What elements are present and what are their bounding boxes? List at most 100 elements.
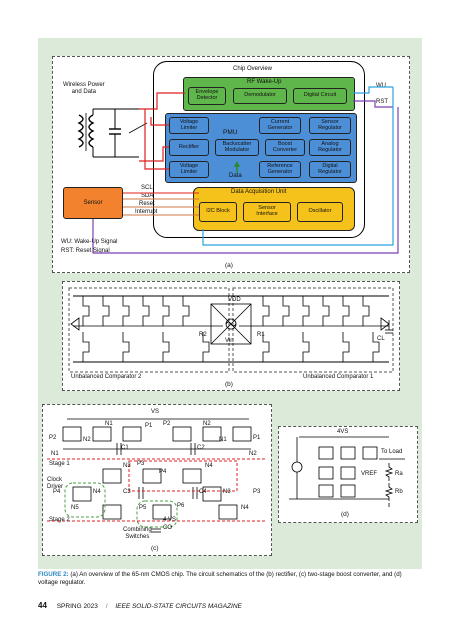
ra-label: Ra xyxy=(395,471,403,477)
p4-left-label: P4 xyxy=(53,489,61,495)
figure-panel: Wireless Power and Data Chip Overview RF… xyxy=(38,38,422,569)
chip-overview-title: Chip Overview xyxy=(233,66,273,72)
cl-label: CL xyxy=(377,336,385,342)
p4-mid-label: P4 xyxy=(159,469,167,475)
backscatter-modulator: Backscatter Modulator xyxy=(215,139,259,156)
caption-text: (a) An overview of the 65-nm CMOS chip. … xyxy=(38,571,402,587)
rf-wakeup-title: RF Wake-Up xyxy=(247,79,282,85)
four-vs-d-label: 4VS xyxy=(337,429,349,435)
legend-rst: RST: Reset Signal xyxy=(61,248,110,254)
comp2-label: Unbalanced Comparator 2 xyxy=(71,374,142,380)
stage2-label: Stage 2 xyxy=(49,517,70,523)
demodulator: Demodulator xyxy=(233,88,287,104)
p1-right-label: P1 xyxy=(253,435,261,441)
sensor-block: Sensor xyxy=(63,187,123,219)
n5-label: N5 xyxy=(71,505,79,511)
envelope-detector: Envelope Detector xyxy=(188,87,226,105)
p6-label: P6 xyxy=(177,503,185,509)
voltage-limiter-top: Voltage Limiter xyxy=(169,117,209,134)
n4-left-label: N4 xyxy=(93,489,101,495)
four-vs-c-label: 4 VS xyxy=(163,517,177,523)
vs-label: VS xyxy=(151,409,160,415)
chip-overview-box xyxy=(153,61,365,238)
vref-label: VREF xyxy=(361,471,378,477)
page-top-margin xyxy=(0,0,460,38)
footer-divider: / xyxy=(105,603,108,610)
digital-regulator: Digital Regulator xyxy=(309,161,351,178)
pmu-title: PMU xyxy=(223,129,238,136)
stage1-label: Stage 1 xyxy=(49,461,70,467)
panel-d: 4VS To Load VREF Ra Rb (d) xyxy=(278,426,418,523)
issue-label: SPRING 2023 xyxy=(56,603,98,610)
panel-c-letter: (c) xyxy=(151,545,159,552)
vin-label: Vin xyxy=(225,338,234,344)
legend-wu: WU: Wake-Up Signal xyxy=(61,239,118,245)
n4-label: N4 xyxy=(205,463,213,469)
rectifier: Rectifier xyxy=(169,139,209,156)
p1-top-label: P1 xyxy=(145,423,153,429)
digital-circuit: Digital Circuit xyxy=(293,88,347,104)
sda-label: SDA xyxy=(141,193,154,199)
n2-right2-label: N2 xyxy=(249,451,257,457)
c1-label: C1 xyxy=(121,445,129,451)
r1-label: R1 xyxy=(257,332,265,338)
scl-label: SCL xyxy=(141,185,153,191)
p2-left-label: P2 xyxy=(49,435,57,441)
sensor-regulator: Sensor Regulator xyxy=(309,117,351,134)
magazine-name: IEEE SOLID-STATE CIRCUITS MAGAZINE xyxy=(115,603,242,610)
n4-right2-label: N4 xyxy=(241,505,249,511)
p3-mid-label: P3 xyxy=(137,461,145,467)
regulator-schematic xyxy=(289,436,405,507)
panel-a-wiring xyxy=(92,86,399,254)
p3-right-label: P3 xyxy=(253,489,261,495)
panel-c: VS N1 P1 P2 N2 P2 N2 C1 C2 N1 P1 N1 N2 S… xyxy=(42,404,272,556)
page-footer: 44 SPRING 2023 / IEEE SOLID-STATE CIRCUI… xyxy=(38,601,422,610)
c2-label: C2 xyxy=(197,445,205,451)
caption-figure-label: FIGURE 2: xyxy=(38,571,69,578)
current-generator: Current Generator xyxy=(259,117,301,134)
sensor-interface: Sensor Interface xyxy=(243,202,291,222)
panel-b: VDD R2 R1 Vin CL Unbalanced Comparator 2… xyxy=(62,281,400,391)
n1-left2-label: N1 xyxy=(51,451,59,457)
reset-label: Reset xyxy=(139,201,155,207)
comp1-label: Unbalanced Comparator 1 xyxy=(303,374,374,380)
n1-right-label: N1 xyxy=(219,437,227,443)
boost-converter: Boost Converter xyxy=(265,139,305,156)
clock-driver-label: Clock Driver xyxy=(47,477,63,490)
r2-label: R2 xyxy=(199,332,207,338)
panel-d-letter: (d) xyxy=(341,511,349,518)
boost-converter-schematic xyxy=(47,418,267,533)
panel-b-letter: (b) xyxy=(225,381,233,388)
to-load-label: To Load xyxy=(381,449,403,455)
rectifier-schematic xyxy=(68,287,394,373)
combining-label: Combining Switches xyxy=(123,527,152,540)
c3-label: C3 xyxy=(123,489,131,495)
vdd-label: VDD xyxy=(228,297,241,303)
wireless-label: Wireless Power and Data xyxy=(63,82,105,95)
co-label: CO xyxy=(163,525,172,531)
panel-a: Wireless Power and Data Chip Overview RF… xyxy=(52,56,410,273)
p2-top-label: P2 xyxy=(163,421,171,427)
analog-regulator: Analog Regulator xyxy=(309,139,351,156)
page-number: 44 xyxy=(38,601,47,610)
n2-top-label: N2 xyxy=(203,421,211,427)
daq-unit-title: Data Acquisition Unit xyxy=(231,189,287,195)
figure-caption: FIGURE 2: (a) An overview of the 65-nm C… xyxy=(38,571,422,588)
reference-generator: Reference Generator xyxy=(259,161,301,178)
antenna-coil-icon xyxy=(77,108,148,158)
voltage-limiter-bottom: Voltage Limiter xyxy=(169,161,209,178)
n2-left-label: N2 xyxy=(83,437,91,443)
rst-label: RST xyxy=(376,99,388,105)
wu-label: WU xyxy=(376,83,386,89)
n3-label: N3 xyxy=(123,463,131,469)
interrupt-label: Interrupt xyxy=(135,209,158,215)
data-label: Data xyxy=(229,173,242,179)
p5-label: P5 xyxy=(139,505,147,511)
c4-label: C4 xyxy=(199,489,207,495)
n3-right-label: N3 xyxy=(223,489,231,495)
oscillator: Oscillator xyxy=(297,202,343,222)
i2c-block: I2C Block xyxy=(199,202,237,222)
rb-label: Rb xyxy=(395,489,403,495)
panel-a-letter: (a) xyxy=(225,262,233,269)
n1-top-label: N1 xyxy=(105,421,113,427)
